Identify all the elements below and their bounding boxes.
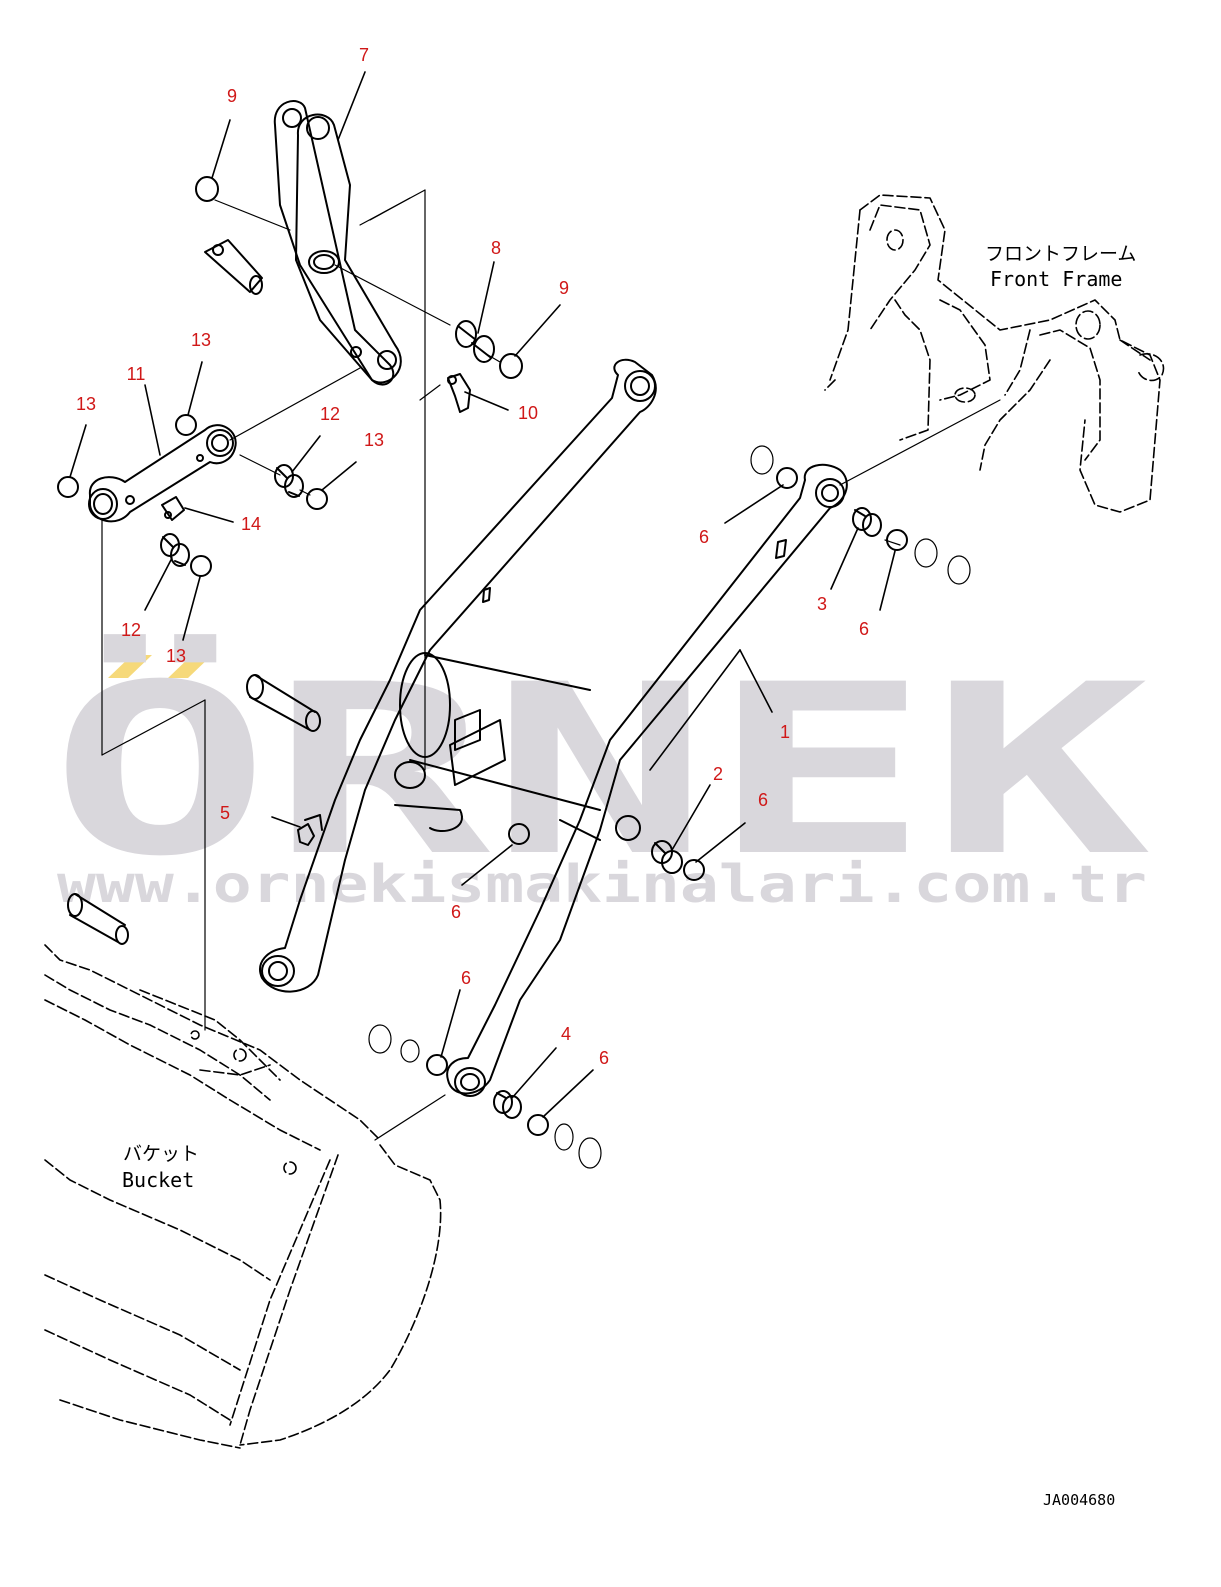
bushing-12-upper: [274, 464, 304, 498]
ring-13-c: [306, 488, 328, 510]
washer-top-a: [750, 445, 774, 475]
callout-5: 5: [220, 803, 230, 823]
callout-6-b: 6: [859, 619, 869, 639]
callout-6-a: 6: [699, 527, 709, 547]
washer-low-d: [578, 1137, 602, 1169]
watermark-brand: ÖRNEK: [50, 633, 1150, 908]
ring-9-right: [499, 353, 523, 379]
guide-lines: [101, 189, 1001, 1141]
washer-low-c: [554, 1123, 574, 1151]
leader-lines: [69, 71, 896, 1118]
boom-arm-right: [446, 463, 848, 1097]
callout-12-upper: 12: [320, 404, 340, 424]
front-frame-label-en: Front Frame: [990, 267, 1122, 291]
bell-crank: [273, 100, 402, 386]
bushing-8: [455, 320, 495, 363]
callout-8: 8: [491, 238, 501, 258]
callout-6-e: 6: [461, 968, 471, 988]
watermark-accent-left: [108, 655, 152, 678]
callout-7: 7: [359, 45, 369, 65]
callouts: 7 9 8 9 10 13 11 13 12 13 14 12 13 6 3 6…: [76, 45, 869, 1068]
component-labels: フロントフレーム Front Frame バケット Bucket JA00468…: [122, 243, 1136, 1509]
callout-13-upper: 13: [191, 330, 211, 350]
callout-12-lower: 12: [121, 620, 141, 640]
ring-6-upper-right: [886, 529, 908, 551]
bucket-label-jp: バケット: [123, 1143, 199, 1165]
washer-top-c: [947, 555, 971, 585]
washer-top-b: [914, 538, 938, 568]
callout-6-d: 6: [451, 902, 461, 922]
drawing-code: JA004680: [1043, 1491, 1115, 1509]
front-frame: [824, 194, 1165, 513]
bushing-3: [852, 507, 882, 537]
callout-4: 4: [561, 1024, 571, 1044]
bushing-4: [493, 1090, 522, 1119]
front-frame-label-jp: フロントフレーム: [985, 243, 1136, 265]
boom-arm-left: [259, 358, 657, 993]
line-art: [44, 71, 1165, 1449]
watermark-url: www.ornekismakinalari.com.tr: [57, 855, 1147, 915]
ring-13-d: [190, 555, 212, 577]
ring-6-low-right: [527, 1114, 549, 1136]
washer-low-a: [368, 1024, 392, 1054]
watermark-accent-right: [168, 655, 212, 678]
bushing-12-lower: [160, 533, 190, 567]
pin-5: [297, 814, 323, 846]
callout-13-left: 13: [76, 394, 96, 414]
callout-1: 1: [780, 722, 790, 742]
ring-6-center: [508, 823, 530, 845]
ring-13-b: [175, 414, 197, 436]
callout-6-c: 6: [758, 790, 768, 810]
callout-10: 10: [518, 403, 538, 423]
bucket-pin-upper: [246, 674, 321, 732]
callout-11: 11: [127, 364, 146, 384]
ring-6-top: [776, 467, 798, 489]
callout-13-lower: 13: [166, 646, 186, 666]
grease-fitting-14: [161, 496, 185, 521]
callout-3: 3: [817, 594, 827, 614]
pin-upper: [204, 239, 263, 295]
callout-2: 2: [713, 764, 723, 784]
callout-9-right: 9: [559, 278, 569, 298]
watermark: ÖRNEK www.ornekismakinalari.com.tr: [50, 633, 1150, 915]
bucket: [44, 944, 442, 1449]
ring-6-low-left: [426, 1054, 448, 1076]
grease-fitting-10: [447, 373, 471, 413]
callout-6-f: 6: [599, 1048, 609, 1068]
ring-6-right-mid: [683, 859, 705, 881]
link-11: [88, 424, 237, 523]
callout-9-top: 9: [227, 86, 237, 106]
washer-low-b: [400, 1039, 420, 1063]
bushing-2: [651, 840, 683, 874]
callout-14: 14: [241, 514, 261, 534]
bucket-label-en: Bucket: [122, 1168, 194, 1192]
ring-13-a: [57, 476, 79, 498]
callout-13-right: 13: [364, 430, 384, 450]
bucket-pin-lower: [67, 893, 129, 945]
ring-9-top: [195, 176, 219, 202]
